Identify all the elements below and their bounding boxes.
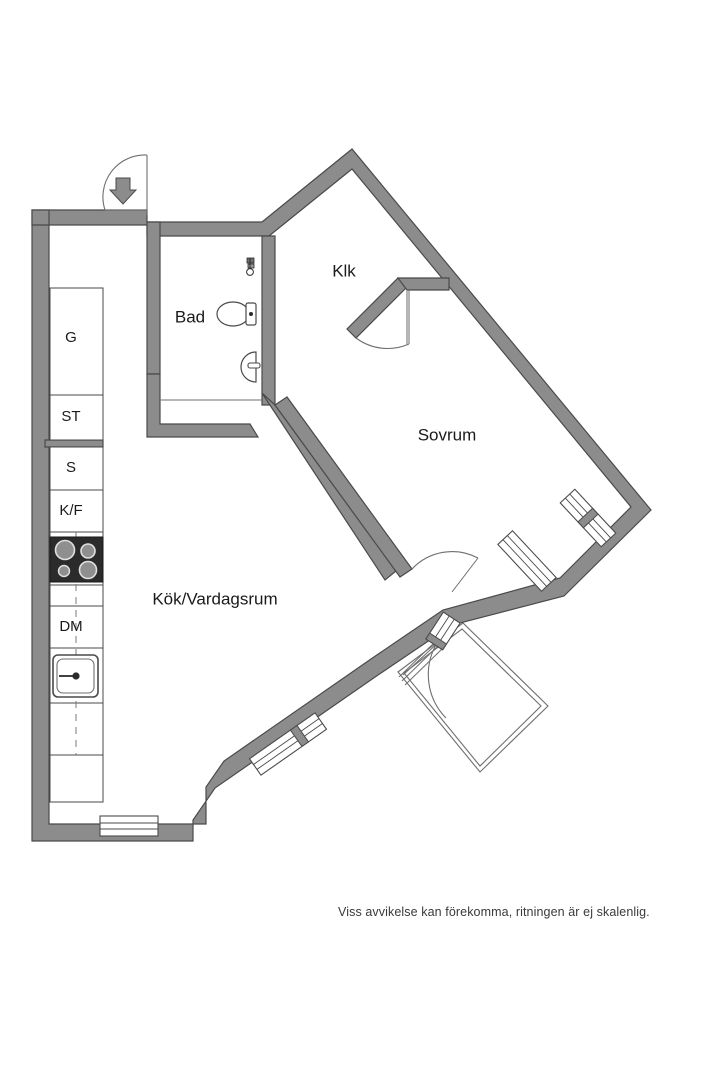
room-label-sovrum: Sovrum [418,425,477,444]
toilet-icon [216,301,257,327]
cabinet-label-g: G [65,329,77,346]
cabinet-label-dm: DM [59,618,82,635]
room-label-bad: Bad [175,307,205,326]
kitchen-sink-icon [52,654,99,698]
disclaimer-text: Viss avvikelse kan förekomma, ritningen … [338,905,650,919]
window-kok-south [99,815,159,837]
cooktop-icon [49,536,104,583]
water-connection-icon [246,257,255,276]
entrance-arrow-icon [108,177,138,205]
room-label-klk: Klk [332,261,356,280]
room-label-kok-vardagsrum: Kök/Vardagsrum [152,589,277,608]
cabinet-label-st: ST [61,408,80,425]
bedroom-door [411,551,479,593]
cabinet-label-s: S [66,459,76,476]
entrance-door [102,154,148,215]
window-sovrum-ne [559,488,617,548]
cabinet-label-kf: K/F [59,502,82,519]
balcony-door-frame [425,611,461,651]
balcony-door [398,639,447,719]
window-kok-diag [248,712,328,776]
kitchen-cabinet-run [49,287,104,803]
exterior-walls [31,148,652,842]
window-sovrum-se [497,529,557,593]
interior-walls [31,209,450,581]
closet-door [355,290,410,350]
washbasin-icon [240,351,261,383]
